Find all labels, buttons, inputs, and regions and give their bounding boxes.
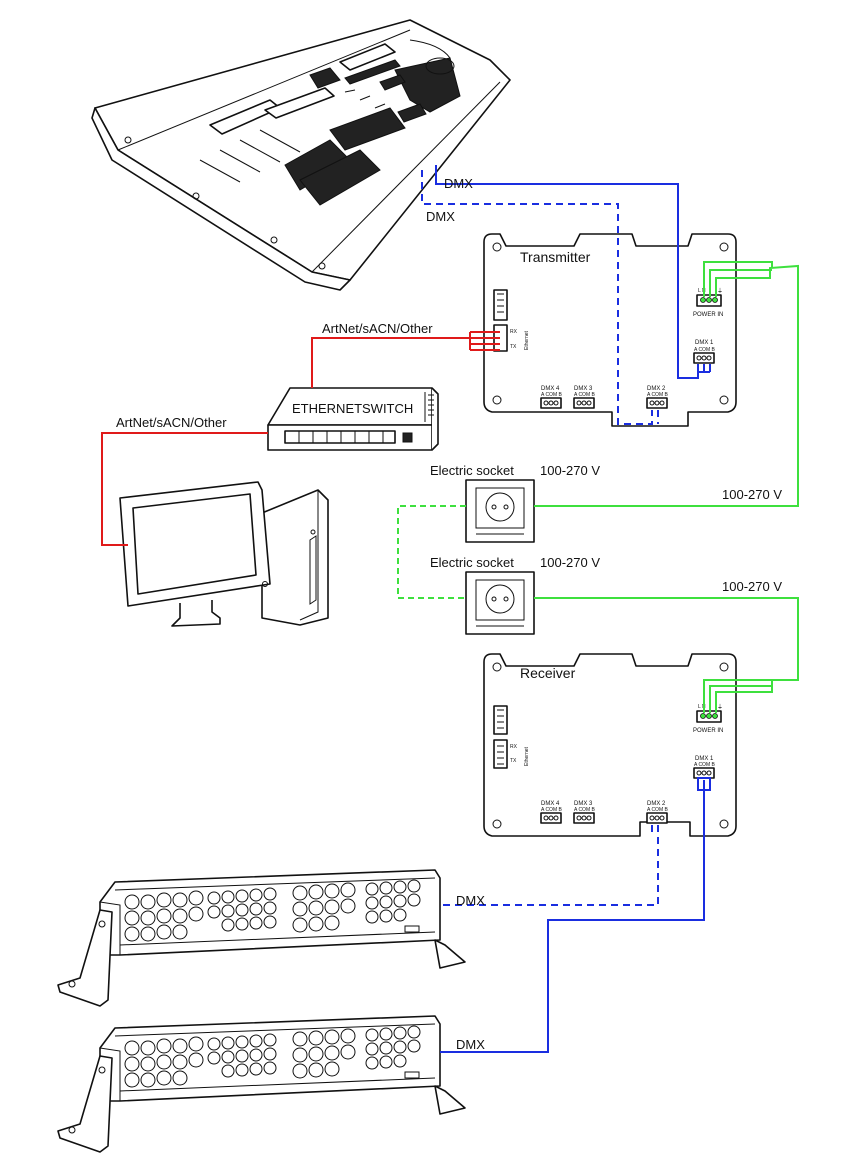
network-wire-switch-to-computer (101, 432, 268, 546)
dmx-label-console-dashed: DMX (426, 209, 455, 224)
power-wire-receiver (534, 597, 799, 713)
receiver-dmx1-label: DMX 1 (695, 756, 714, 762)
transmitter-dmx4-label: DMX 4 (541, 386, 560, 392)
transmitter-rx-label: RX (510, 329, 518, 335)
transmitter-power-pins: L N (698, 288, 706, 294)
transmitter-dmx3-terminal (573, 397, 595, 409)
switch-ethernet-label: ETHERNET (292, 401, 362, 416)
receiver-tx-label: TX (510, 758, 517, 764)
receiver-dmx2-label: DMX 2 (647, 801, 666, 807)
socket2-voltage-label: 100-270 V (540, 555, 600, 570)
lighting-console (91, 19, 511, 291)
receiver-ground-icon: ⏚ (717, 704, 723, 711)
receiver-dmx3-terminal (573, 812, 595, 824)
transmitter-dmx1-terminal (693, 352, 715, 364)
switch-port-block (284, 430, 396, 444)
transmitter-power-in-label: POWER IN (693, 312, 723, 318)
transmitter-dmx4-pins: A COM B (541, 392, 563, 398)
transmitter-tx-label: TX (510, 344, 517, 350)
led-bar-fixture-1 (57, 869, 466, 1007)
receiver-dmx3-label: DMX 3 (574, 801, 593, 807)
dmx-wire-receiver-to-fixture2 (440, 780, 705, 1053)
line-voltage-upper-label: 100-270 V (722, 487, 782, 502)
computer (119, 481, 329, 627)
ethernet-switch: ETHERNET SWITCH (267, 387, 439, 451)
electric-socket-1 (465, 479, 535, 543)
transmitter-dmx4-terminal (540, 397, 562, 409)
transmitter-dmx3-label: DMX 3 (574, 386, 593, 392)
transmitter-unit: Transmitter RX TX Ethernet DMX 4 A COM B… (483, 233, 737, 427)
transmitter-dmx1-pins: A COM B (694, 347, 716, 353)
dmx-wire-receiver-to-fixture1 (440, 825, 659, 906)
receiver-dmx2-pins: A COM B (647, 807, 669, 813)
dmx-label-fixture2: DMX (456, 1037, 485, 1052)
receiver-unit: Receiver RX TX Ethernet DMX 4 A COM B DM… (483, 653, 737, 837)
receiver-dmx3-pins: A COM B (574, 807, 596, 813)
receiver-power-pins: L N (698, 704, 706, 710)
socket1-voltage-label: 100-270 V (540, 463, 600, 478)
receiver-power-in-label: POWER IN (693, 728, 723, 734)
power-wire-socket-link (397, 505, 466, 599)
receiver-ethernet-port (493, 739, 508, 769)
receiver-dmx4-terminal (540, 812, 562, 824)
receiver-title: Receiver (520, 665, 576, 681)
transmitter-dmx2-label: DMX 2 (647, 386, 666, 392)
receiver-dmx4-pins: A COM B (541, 807, 563, 813)
receiver-dmx1-pins: A COM B (694, 762, 716, 768)
socket2-label: Electric socket (430, 555, 514, 570)
receiver-dmx2-terminal (646, 812, 668, 824)
led-cluster-1 (124, 879, 421, 942)
switch-power-jack (402, 432, 413, 443)
transmitter-dmx2-terminal (646, 397, 668, 409)
receiver-dmx4-label: DMX 4 (541, 801, 560, 807)
artnet-label-top: ArtNet/sACN/Other (322, 321, 433, 336)
transmitter-ethernet-label: Ethernet (524, 330, 530, 350)
led-bar-fixture-2 (57, 1015, 466, 1153)
electric-socket-2 (465, 571, 535, 635)
transmitter-dmx2-pins: A COM B (647, 392, 669, 398)
power-wire-transmitter (534, 261, 799, 507)
dmx-label-console-solid: DMX (444, 176, 473, 191)
dmx-wire-console-to-transmitter-dmx2 (421, 170, 653, 425)
receiver-ethernet-label: Ethernet (524, 746, 530, 766)
led-cluster-2 (124, 1025, 421, 1088)
dmx-wire-console-to-transmitter (435, 165, 699, 379)
switch-switch-label: SWITCH (362, 401, 413, 416)
line-voltage-lower-label: 100-270 V (722, 579, 782, 594)
transmitter-title: Transmitter (520, 249, 591, 265)
dmx-label-fixture1: DMX (456, 893, 485, 908)
transmitter-ground-icon: ⏚ (717, 288, 723, 295)
transmitter-dmx3-pins: A COM B (574, 392, 596, 398)
network-wire-switch-to-transmitter (311, 331, 500, 388)
socket1-label: Electric socket (430, 463, 514, 478)
receiver-rx-label: RX (510, 744, 518, 750)
receiver-usb-port (493, 705, 508, 735)
transmitter-dmx1-label: DMX 1 (695, 340, 714, 346)
artnet-label-left: ArtNet/sACN/Other (116, 415, 227, 430)
